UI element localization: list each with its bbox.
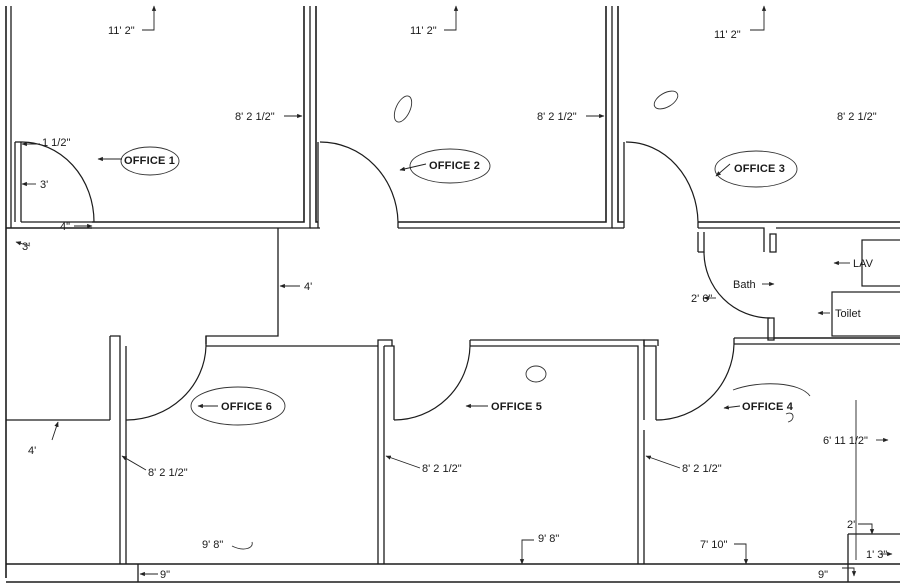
dim-office1-jamb: 1 1/2": [42, 137, 70, 149]
dimension-labels: 11' 2" 11' 2" 11' 2" 8' 2 1/2" 8' 2 1/2"…: [22, 25, 887, 581]
dim-office6-depth: 8' 2 1/2": [148, 467, 188, 479]
bath-label: Bath: [733, 279, 756, 291]
door-swings: [20, 141, 771, 421]
dim-left-stub: 4': [28, 445, 36, 457]
dim-corridor-left: 3': [22, 241, 30, 253]
dim-top-office3: 11' 2": [714, 29, 741, 41]
toilet-label: Toilet: [835, 308, 861, 320]
office-6-label: OFFICE 6: [221, 401, 272, 413]
leader-lines: [15, 5, 893, 577]
room-labels: OFFICE 1 OFFICE 2 OFFICE 3 OFFICE 6 OFFI…: [124, 155, 874, 413]
dim-office4-depth: 8' 2 1/2": [682, 463, 722, 475]
dim-top-office2: 11' 2": [410, 25, 437, 37]
dim-office4-width: 7' 10": [700, 539, 728, 551]
walls: [5, 6, 900, 583]
dim-office5-depth: 8' 2 1/2": [422, 463, 462, 475]
dim-corner-a: 2': [847, 519, 855, 531]
dim-corridor-width: 4': [304, 281, 312, 293]
dim-top-office1: 11' 2": [108, 25, 135, 37]
office-3-label: OFFICE 3: [734, 163, 785, 175]
dim-office1-depth: 8' 2 1/2": [235, 111, 275, 123]
dim-corner-b: 1' 3": [866, 549, 887, 561]
lav-label: LAV: [853, 258, 874, 270]
toilet-fixture: [831, 291, 900, 337]
lav-fixture: [861, 239, 900, 287]
office-1-label: OFFICE 1: [124, 155, 175, 167]
office-2-label: OFFICE 2: [429, 160, 480, 172]
hand-sketches: [120, 90, 811, 550]
dim-office5-width: 9' 8": [538, 533, 559, 545]
dim-office3-depth: 8' 2 1/2": [837, 111, 877, 123]
dim-office6-width: 9' 8": [202, 539, 223, 551]
dim-bath-door: 2' 6": [691, 293, 712, 305]
office-5-label: OFFICE 5: [491, 401, 542, 413]
office-4-label: OFFICE 4: [742, 401, 794, 413]
dim-bottom-left: 9": [160, 569, 170, 581]
dim-office4-side: 6' 11 1/2": [823, 435, 868, 447]
dim-office2-depth: 8' 2 1/2": [537, 111, 577, 123]
dim-office1-wall: 4": [60, 221, 70, 233]
dim-office1-door: 3': [40, 179, 48, 191]
dim-bottom-right: 9": [818, 569, 828, 581]
